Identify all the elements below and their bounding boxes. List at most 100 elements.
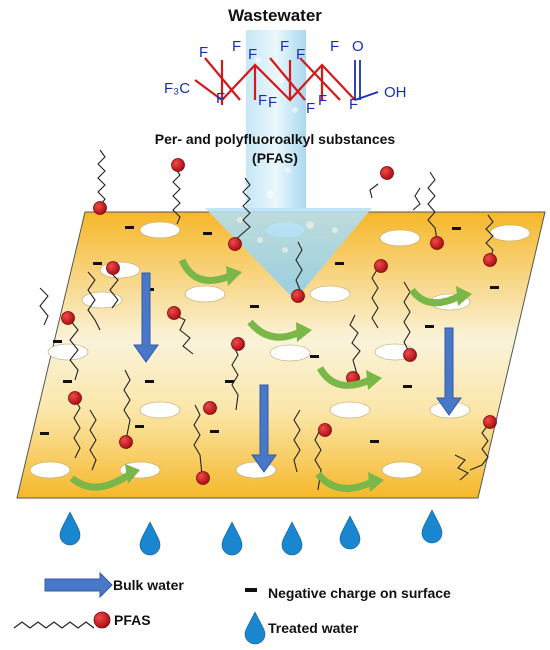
recirculation-arrow xyxy=(315,471,374,492)
pfas-tail xyxy=(427,171,438,241)
fluorine-label: F xyxy=(258,92,268,109)
pfas-head xyxy=(291,289,305,303)
pfas-label-line2: (PFAS) xyxy=(252,150,298,166)
legend-pfas-tail-icon xyxy=(13,621,95,629)
pfas-head xyxy=(483,253,497,267)
legend-negative-charge-icon xyxy=(245,588,257,592)
pore xyxy=(184,285,226,303)
hydroxyl-label: OH xyxy=(384,84,407,101)
pfas-head xyxy=(228,237,242,251)
recirculation-arrowheads xyxy=(125,266,472,492)
pfas-tail xyxy=(97,149,106,207)
pore xyxy=(99,261,141,279)
water-droplet xyxy=(339,515,361,550)
negative-charge xyxy=(125,226,134,229)
pfas-head xyxy=(203,401,217,415)
fluorine-label: F xyxy=(232,38,242,55)
negative-charges xyxy=(40,226,499,443)
fluorine-label: F xyxy=(280,38,290,55)
water-droplet xyxy=(221,521,243,556)
pfas-tail xyxy=(109,271,119,309)
legend-negative-charge-label: Negative charge on surface xyxy=(268,585,451,601)
treated-water-droplets xyxy=(59,509,443,556)
pore xyxy=(381,461,423,479)
recirculation-arrow xyxy=(247,319,302,341)
negative-charge xyxy=(63,380,72,383)
carboxyl-bonds xyxy=(354,60,379,101)
bulk-water-arrows xyxy=(133,272,462,473)
fluorine-label: F xyxy=(268,94,278,111)
pfas-tail xyxy=(39,287,49,326)
pfas-tail xyxy=(87,271,101,331)
pfas-head xyxy=(93,201,107,215)
negative-charge xyxy=(310,355,319,358)
negative-charge xyxy=(210,430,219,433)
bulk-water-arrow xyxy=(133,272,159,363)
fluorine-label: F xyxy=(216,90,226,107)
negative-charge xyxy=(370,440,379,443)
pfas-tail xyxy=(295,241,303,291)
pfas-chains xyxy=(39,149,494,491)
recirculation-arrows xyxy=(69,258,462,492)
pore xyxy=(235,461,277,479)
water-droplet xyxy=(59,511,81,546)
negative-charge xyxy=(53,340,62,343)
negative-charge xyxy=(490,286,499,289)
pfas-head xyxy=(374,259,388,273)
negative-charge xyxy=(250,305,259,308)
water-droplet xyxy=(281,521,303,556)
pore xyxy=(379,229,421,247)
pfas-tail xyxy=(234,177,251,241)
pfas-head xyxy=(196,471,210,485)
pfas-head xyxy=(430,236,444,250)
bulk-water-arrow xyxy=(436,327,462,416)
pore xyxy=(139,401,181,419)
pore xyxy=(489,224,531,242)
negative-charge xyxy=(452,227,461,230)
legend-treated-water-label: Treated water xyxy=(268,620,359,636)
pfas-head xyxy=(171,158,185,172)
legend-bulk-arrow-icon xyxy=(44,571,113,599)
fluorine-label: F xyxy=(318,92,328,109)
recirculation-arrow xyxy=(316,366,372,389)
pfas-tail xyxy=(371,267,379,329)
recirculation-arrow xyxy=(178,258,232,284)
fluorine-label: F xyxy=(296,46,306,63)
pfas-tail xyxy=(349,314,361,379)
pfas-head xyxy=(403,348,417,362)
wastewater-flow-arrow xyxy=(205,30,372,300)
pfas-tail xyxy=(73,397,81,459)
fluorine-label: F xyxy=(306,100,316,117)
pore xyxy=(29,461,71,479)
pfas-tail xyxy=(293,409,301,473)
pfas-tail xyxy=(369,183,379,199)
bulk-water-arrow xyxy=(251,384,277,473)
pore xyxy=(329,401,371,419)
fluorine-label: F xyxy=(248,46,258,63)
pfas-tail xyxy=(69,319,79,381)
pfas-head xyxy=(318,423,332,437)
pfas-label-line1: Per- and polyfluoroalkyl substances xyxy=(154,131,396,147)
negative-charge xyxy=(203,232,212,235)
negative-charge xyxy=(40,432,49,435)
legend-bulk-water-label: Bulk water xyxy=(113,577,184,593)
fluorine-label: F xyxy=(349,96,359,113)
pfas-tail xyxy=(174,314,194,355)
pfas-tail xyxy=(172,167,181,225)
pfas-head xyxy=(61,311,75,325)
pfas-head xyxy=(167,306,181,320)
legend-pfas-label: PFAS xyxy=(114,612,151,628)
negative-charge xyxy=(403,385,412,388)
cf3-group-label: F₃C xyxy=(164,80,191,97)
water-droplet xyxy=(421,509,443,544)
pfas-head xyxy=(231,337,245,351)
pfas-tail xyxy=(485,214,494,259)
negative-charge xyxy=(335,262,344,265)
pfas-tail xyxy=(231,344,239,411)
recirculation-arrow xyxy=(409,287,462,307)
water-droplet xyxy=(139,521,161,556)
diagram-title: Wastewater xyxy=(228,6,322,25)
legend-droplet-icon xyxy=(244,611,266,645)
pfas-head xyxy=(483,415,497,429)
